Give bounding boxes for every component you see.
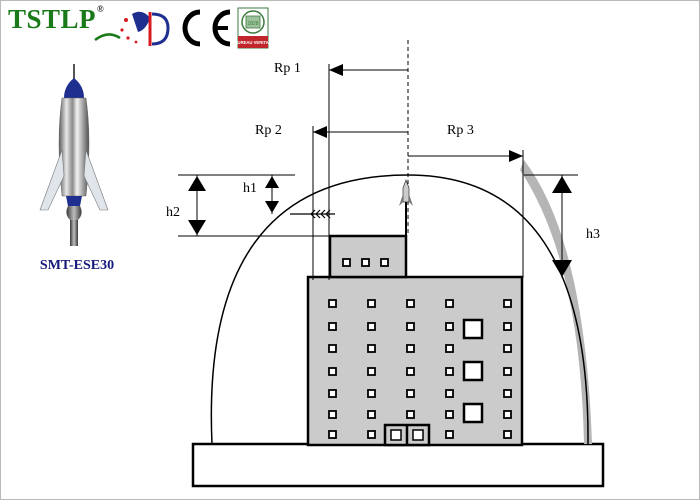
- building-window: [406, 322, 415, 331]
- building-window: [445, 389, 454, 398]
- large-window: [462, 402, 484, 424]
- rp2-label: Rp 2: [255, 123, 282, 138]
- building-window: [328, 389, 337, 398]
- building-window: [445, 322, 454, 331]
- building-window: [445, 299, 454, 308]
- roof-penthouse: [328, 234, 408, 279]
- bureau-year: 1828: [247, 21, 258, 27]
- main-building: [306, 275, 524, 447]
- ground-base: [191, 442, 605, 488]
- building-window: [328, 430, 337, 439]
- ce-mark-icon: [182, 9, 231, 47]
- building-window: [503, 322, 512, 331]
- registered-mark: ®: [97, 4, 105, 14]
- building-window: [503, 299, 512, 308]
- h1-label: h1: [243, 181, 257, 196]
- penthouse-windows: [342, 258, 389, 267]
- logo-text: TSTLP: [8, 4, 97, 34]
- lightning-rod-product-icon: [39, 64, 109, 246]
- building-window: [367, 344, 376, 353]
- building-window: [367, 410, 376, 419]
- building-window: [406, 367, 415, 376]
- h2-label: h2: [166, 205, 180, 220]
- bureau-veritas-badge: 1828 BUREAU VERITAS: [235, 7, 272, 49]
- building-windows: [328, 299, 512, 439]
- rp1-label: Rp 1: [274, 61, 301, 76]
- building-window: [328, 344, 337, 353]
- building-window: [503, 389, 512, 398]
- building-window: [328, 367, 337, 376]
- bureau-name: BUREAU VERITAS: [235, 40, 272, 45]
- rp3-dimension: [408, 150, 524, 278]
- building-window: [367, 389, 376, 398]
- building-window: [328, 322, 337, 331]
- building-window: [367, 322, 376, 331]
- brand-mark-icon: [120, 11, 170, 46]
- h2-dimension: [178, 174, 330, 237]
- building-window: [445, 430, 454, 439]
- building-window: [367, 299, 376, 308]
- h1-dimension: [262, 174, 295, 214]
- building-window: [406, 410, 415, 419]
- building-window: [367, 430, 376, 439]
- building-window: [445, 410, 454, 419]
- building-window: [406, 389, 415, 398]
- rp2-dimension: [312, 126, 408, 280]
- penthouse-window: [361, 258, 370, 267]
- penthouse-window: [380, 258, 389, 267]
- logo-swoosh-icon: [94, 33, 121, 42]
- h3-dimension: [524, 174, 578, 278]
- large-window: [462, 360, 484, 382]
- rp1-dimension: [328, 64, 408, 280]
- rp3-label: Rp 3: [447, 123, 474, 138]
- product-name: SMT-ESE30: [39, 258, 115, 273]
- building-window: [503, 344, 512, 353]
- mini-lightning-rod-icon: [399, 179, 413, 206]
- building-window: [445, 367, 454, 376]
- tstlp-logo: TSTLP®: [8, 4, 104, 35]
- building-window: [503, 430, 512, 439]
- building-window: [503, 410, 512, 419]
- dome-shadow: [520, 160, 592, 444]
- large-window: [462, 318, 484, 340]
- building-window: [406, 299, 415, 308]
- building-window: [328, 410, 337, 419]
- building-window: [328, 299, 337, 308]
- building-window: [445, 344, 454, 353]
- building-window: [406, 344, 415, 353]
- h3-label: h3: [586, 227, 600, 242]
- building-window: [367, 367, 376, 376]
- building-window: [503, 367, 512, 376]
- penthouse-window: [342, 258, 351, 267]
